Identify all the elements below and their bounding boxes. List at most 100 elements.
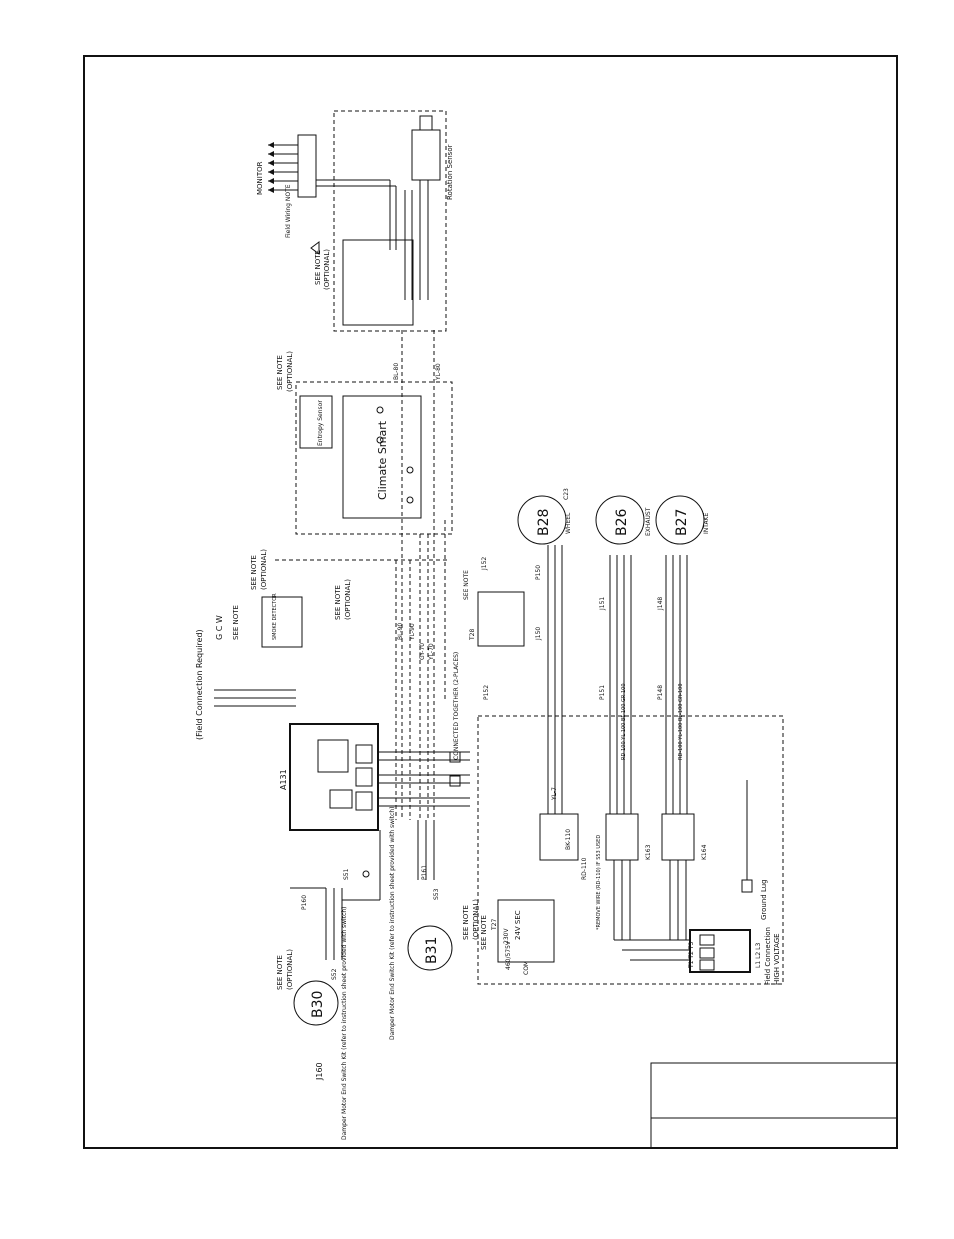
svg-text:YL-90: YL-90 (409, 623, 416, 641)
gcw-label: G C W (215, 615, 224, 640)
svg-text:BL-80: BL-80 (393, 363, 400, 380)
a131-label: A131 (279, 769, 288, 790)
climate-optional: (OPTIONAL) (286, 351, 294, 392)
ground-lug-label: Ground Lug (760, 879, 768, 920)
rotation-note: SEE NOTE (OPTIONAL) (310, 241, 331, 290)
smoke-see-note: SEE NOTE (232, 605, 240, 640)
b30-label: B30 (310, 991, 326, 1018)
entropy-sensor-label: Entropy Sensor (317, 400, 324, 446)
motor-b28: B28 WHEEL C23 (517, 488, 572, 545)
p161-label: P161 (421, 865, 428, 880)
b27-name: INTAKE (703, 513, 710, 534)
rotation-optional: (OPTIONAL) (323, 249, 331, 290)
smoke-detector (261, 596, 303, 648)
climate-smart-label: Climate Smart (376, 420, 389, 500)
b26-label: B26 (614, 508, 630, 536)
svg-text:GY-70: GY-70 (419, 643, 426, 660)
b26-name: EXHAUST (645, 507, 652, 536)
field-connection-label: (Field Connection Required) (195, 629, 204, 740)
climate-smart-box: Entropy Sensor Climate Smart SEE NOTE (O… (276, 351, 453, 535)
b27-label: B27 (674, 509, 690, 536)
k164-label: K164 (701, 844, 708, 860)
b28-label: B28 (536, 509, 552, 536)
b30-see-note: SEE NOTE (276, 955, 284, 990)
motor-b27: B27 INTAKE (655, 495, 710, 545)
climate-see-note: SEE NOTE (276, 355, 284, 390)
connectors: J150 P150 J151 P151 J148 P148 (535, 545, 688, 716)
k163-label: K163 (645, 844, 652, 860)
j160-label: J160 (315, 1062, 324, 1081)
b31-label: B31 (424, 937, 440, 964)
high-voltage-section: 24V SEC 230V 460/575V COM T27 SEE NOTE K… (477, 715, 784, 985)
wire-label-block: RD-100 YL-100 BL-100 GR-100 RD-100 YL-10… (621, 683, 684, 760)
field-hv-terminal: L1 L2 L3 T1 T2 T3 Field Connection HIGH … (688, 780, 781, 985)
monitor-label: MONITOR (256, 161, 264, 195)
hv-sub: HIGH VOLTAGE (773, 933, 781, 985)
s53-see-note: SEE NOTE (334, 585, 342, 620)
rotation-sensor-box: Rotation Sensor (316, 110, 454, 332)
t28-label: T28 (469, 629, 476, 641)
transformer-t28: T28 SEE NOTE P152 J152 (463, 557, 525, 700)
monitor-terminal: MONITOR Field Wiring NOTE (256, 134, 317, 238)
v460-label: 460/575V (505, 940, 512, 970)
j152-label: J152 (481, 557, 488, 571)
field-connection: (Field Connection Required) G C W SMOKE … (195, 549, 352, 740)
t-terms-label: T1 T2 T3 (688, 942, 695, 969)
p152-label: P152 (483, 685, 490, 700)
p148-label: P148 (657, 685, 664, 700)
svg-text:BK-110: BK-110 (565, 829, 572, 850)
hv-title: Field Connection (764, 927, 772, 985)
smoke-detector-label: SMOKE DETECTOR (272, 593, 278, 640)
rotation-sensor-label: Rotation Sensor (446, 144, 454, 200)
b28-name: WHEEL (565, 512, 572, 534)
svg-text:YL-70: YL-70 (428, 643, 435, 661)
j148-label: J148 (657, 597, 664, 611)
t27-label: T27 (491, 919, 498, 931)
sheet-border (83, 55, 898, 1149)
field-wiring-label: Field Wiring NOTE (285, 184, 292, 238)
svg-text:YL-7: YL-7 (551, 787, 558, 801)
s52-label: S52 (331, 968, 338, 980)
b31-see-note: SEE NOTE (462, 905, 470, 940)
j150-label: J150 (535, 627, 542, 641)
motor-b26: B26 EXHAUST (595, 495, 652, 545)
t28-see-note: SEE NOTE (463, 570, 470, 600)
remove-wire-note: *REMOVE WIRE (RD-110) IF S53 USED (596, 835, 602, 930)
contactor-k163 (605, 813, 639, 861)
t27-see-note: SEE NOTE (480, 915, 488, 950)
p160-label: P160 (301, 895, 308, 910)
com-label: COM (523, 961, 530, 975)
contactor-k164 (661, 813, 695, 861)
b30-damper-note: Damper Motor End Switch Kit (refer to in… (341, 906, 348, 1140)
smoke-see-note-2: SEE NOTE (250, 555, 258, 590)
p150-label: P150 (535, 565, 542, 580)
p151-label: P151 (599, 685, 606, 700)
ground-lug (741, 879, 753, 893)
sec-label: 24V SEC (514, 910, 522, 940)
connected-together: CONNECTED TOGETHER (2-PLACES) (449, 652, 461, 787)
blower-wires-label-2: RD-100 YL-100 BL-100 GR-100 (678, 683, 684, 760)
l-terms-label: L1 L2 L3 (755, 943, 762, 968)
s53-label: S53 (433, 888, 440, 900)
control-board-a131: A131 (279, 723, 470, 831)
b31-damper-note: Damper Motor End Switch Kit (refer to in… (389, 806, 396, 1040)
s53-optional: (OPTIONAL) (344, 579, 352, 620)
c23-label: C23 (563, 488, 570, 500)
title-block (650, 1062, 898, 1149)
connected-together-label: CONNECTED TOGETHER (2-PLACES) (453, 652, 460, 760)
v230-label: 230V (503, 928, 510, 944)
rotation-see-note: SEE NOTE (314, 250, 322, 285)
smoke-optional: (OPTIONAL) (260, 549, 268, 590)
svg-text:YL-80: YL-80 (435, 363, 442, 381)
j151-label: J151 (599, 597, 606, 611)
blower-wires-label: RD-100 YL-100 BL-100 GR-100 (621, 683, 627, 760)
b30-optional: (OPTIONAL) (286, 949, 294, 990)
damper-motor-b30: B30 SEE NOTE (OPTIONAL) J160 P160 S52 Da… (276, 830, 381, 1140)
trunk-wires: BL-80 YL-80 BL-90 YL-90 GY-70 YL-70 (275, 330, 450, 820)
rd110-label: RD-110 (581, 857, 588, 880)
damper-motor-b31: B31 SEE NOTE (OPTIONAL) P161 S53 Damper … (343, 806, 480, 1040)
b31-optional: (OPTIONAL) (472, 899, 480, 940)
s51-label: S51 (343, 868, 350, 880)
